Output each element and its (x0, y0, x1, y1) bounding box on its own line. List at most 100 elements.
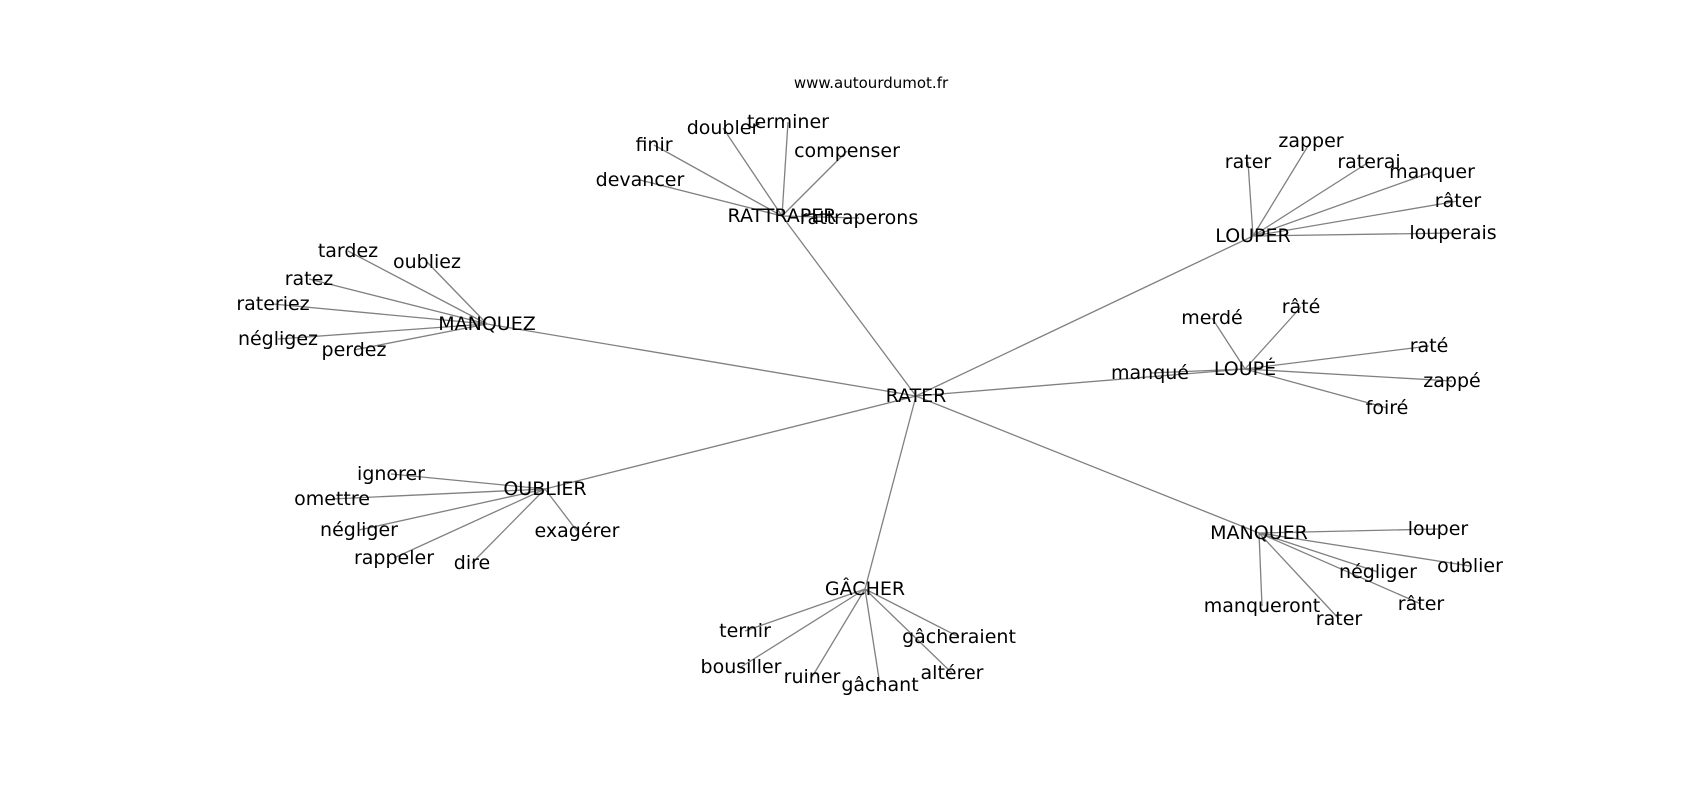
hub-word-edge (390, 473, 546, 490)
hub-node-label: MANQUER (1210, 522, 1308, 544)
word-node-label: râté (1282, 296, 1321, 318)
word-node-label: ignorer (357, 463, 425, 485)
hub-word-edge (744, 588, 866, 632)
root-node-label: RATER (886, 385, 947, 407)
hub-word-edge (781, 121, 789, 217)
hub-node-label: OUBLIER (503, 478, 586, 500)
word-node-label: zapper (1278, 130, 1343, 152)
hub-word-edge (393, 488, 546, 559)
hub-word-edge (1247, 161, 1254, 237)
edges-layer (272, 121, 1471, 686)
hub-word-edge (864, 588, 953, 674)
word-node-label: manquer (1389, 161, 1475, 183)
root-hub-edge (781, 215, 917, 397)
hub-word-edge (864, 588, 960, 638)
word-node-label: oublier (1437, 555, 1503, 577)
hub-node-label: LOUPÉ (1214, 357, 1276, 380)
hub-word-edge (1258, 532, 1340, 620)
hub-word-edge (1258, 532, 1471, 567)
word-node-label: altérer (921, 662, 984, 684)
hub-node-label: LOUPER (1215, 225, 1290, 247)
word-node-label: bousiller (701, 656, 782, 678)
hub-word-edge (1252, 200, 1459, 237)
word-node-label: manqué (1111, 362, 1189, 384)
root-hub-edge (544, 395, 917, 490)
root-hub-edge (864, 395, 917, 590)
hub-word-edge (1211, 317, 1246, 370)
word-node-label: terminer (747, 111, 829, 133)
word-node-label: perdez (322, 339, 387, 361)
hub-word-edge (471, 488, 546, 564)
hub-word-edge (1252, 171, 1433, 237)
word-node-label: omettre (294, 488, 370, 510)
hub-word-edge (864, 588, 881, 686)
hub-node-label: GÂCHER (825, 577, 905, 600)
hub-word-edge (358, 488, 546, 531)
hub-word-edge (811, 588, 866, 678)
word-node-label: rater (1316, 608, 1363, 630)
word-node-label: raté (1410, 335, 1449, 357)
hub-word-edge (331, 488, 546, 500)
word-node-label: manqueront (1204, 595, 1321, 617)
word-node-label: doubler (687, 117, 760, 139)
word-node-label: compenser (794, 140, 900, 162)
word-node-label: gâchant (841, 674, 918, 696)
hub-word-edge (1149, 368, 1246, 374)
word-node-label: zappé (1423, 370, 1480, 392)
word-node-label: rater (1225, 151, 1272, 173)
hub-word-edge (781, 215, 860, 219)
hub-node-label: RATTRAPER (728, 205, 837, 227)
word-node-label: négliger (1339, 561, 1417, 583)
hub-word-edge (1244, 368, 1453, 382)
word-node-label: devancer (596, 169, 685, 191)
hub-word-edge (272, 303, 488, 325)
hub-word-edge (1258, 532, 1422, 605)
word-node-label: rappeler (354, 547, 434, 569)
hub-word-edge (1244, 368, 1388, 409)
word-node-label: exagérer (535, 520, 620, 542)
word-node-label: louper (1408, 518, 1469, 540)
word-node-label: ternir (719, 620, 771, 642)
hub-word-edge (1244, 306, 1302, 370)
word-node-label: ruiner (784, 666, 841, 688)
hub-word-edge (308, 278, 488, 325)
word-node-label: dire (454, 552, 490, 574)
word-node-label: louperais (1409, 222, 1496, 244)
root-hub-edge (915, 235, 1254, 397)
hub-word-edge (1258, 532, 1379, 573)
root-hub-edge (486, 323, 917, 397)
root-hub-edge (915, 395, 1260, 534)
word-node-label: négligez (238, 328, 318, 350)
word-node-label: gâcheraient (902, 626, 1016, 648)
word-node-label: ratez (285, 268, 334, 290)
hub-word-edge (347, 250, 488, 325)
word-node-label: rattraperons (800, 207, 919, 229)
root-hub-edge (915, 368, 1246, 397)
word-node-label: merdé (1181, 307, 1242, 329)
hub-word-edge (639, 179, 783, 217)
hub-word-edge (740, 588, 866, 668)
hub-word-edge (781, 150, 848, 217)
word-node-label: rateriez (236, 293, 309, 315)
word-node-label: tardez (318, 240, 378, 262)
word-node-label: foiré (1366, 397, 1409, 419)
word-node-label: oubliez (393, 251, 461, 273)
hub-word-edge (353, 323, 488, 351)
hub-word-edge (277, 323, 488, 340)
hub-word-edge (1252, 140, 1312, 237)
hub-node-label: MANQUEZ (438, 313, 536, 335)
hub-word-edge (1258, 532, 1263, 607)
word-node-label: râter (1435, 190, 1482, 212)
hub-word-edge (653, 144, 783, 217)
source-label: www.autourdumot.fr (794, 74, 949, 92)
hub-word-edge (1252, 161, 1370, 237)
word-node-label: négliger (320, 519, 398, 541)
hub-word-edge (1252, 232, 1454, 237)
hub-word-edge (426, 261, 488, 325)
hub-word-edge (1258, 528, 1439, 534)
word-node-label: raterai (1337, 151, 1400, 173)
word-node-label: finir (635, 134, 672, 156)
hub-word-edge (1244, 345, 1430, 370)
